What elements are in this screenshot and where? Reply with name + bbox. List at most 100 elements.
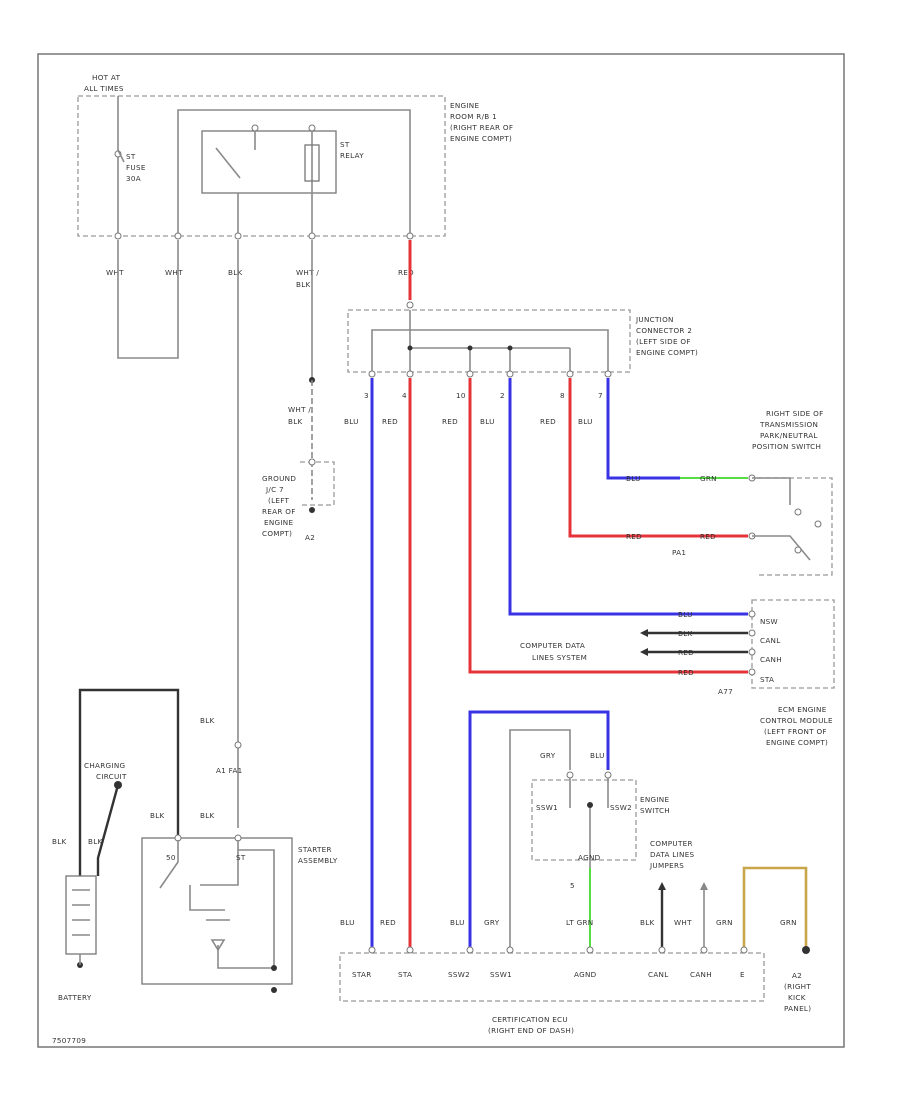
page-id: 7507709 [52, 1036, 86, 1045]
park-neutral-position-switch: RIGHT SIDE OF TRANSMISSION PARK/NEUTRAL … [748, 409, 833, 576]
ecm-label-3: (LEFT FRONT OF [764, 727, 827, 736]
ecm-pin-canh: CANH [760, 655, 782, 664]
fuse-label-3: 30A [126, 174, 141, 183]
engine-switch-ssw2: SSW2 [610, 803, 632, 812]
fuse-label-1: ST [126, 152, 136, 161]
trans-switch-label-1: RIGHT SIDE OF [766, 409, 824, 418]
junction-label-4: ENGINE COMPT) [636, 348, 698, 357]
wire-red-1: RED [398, 268, 414, 277]
engine-room-rb1-label-4: ENGINE COMPT) [450, 134, 512, 143]
cert-label-2: (RIGHT END OF DASH) [488, 1026, 574, 1035]
jc-pin-5: 8 [560, 391, 565, 400]
engine-switch-label-1: ENGINE [640, 795, 669, 804]
wire-wht-blk-2b: BLK [288, 417, 303, 426]
a1-fa1-connector: A1 FA1 [216, 766, 243, 775]
a2-right-4: PANEL) [784, 1004, 811, 1013]
ecm-label-4: ENGINE COMPT) [766, 738, 828, 747]
wire-blk-ecm1: BLK [678, 629, 693, 638]
wire-blu-sw: BLU [590, 751, 605, 760]
wire-blk-st2: BLK [200, 811, 215, 820]
ecm-pin-canl: CANL [760, 636, 781, 645]
wire-grn-p: GRN [700, 474, 717, 483]
wire-blu-cert: BLU [340, 918, 355, 927]
computer-data-1b: LINES SYSTEM [532, 653, 587, 662]
engine-switch-ssw1: SSW1 [536, 803, 558, 812]
junction-connector-2: JUNCTION CONNECTOR 2 (LEFT SIDE OF ENGIN… [347, 301, 698, 378]
ground-id: A2 [305, 533, 315, 542]
engine-room-relay-block: HOT AT ALL TIMES ST FUSE 30A ST RELAY EN… [77, 73, 513, 240]
ecm-pin-sta: STA [760, 675, 774, 684]
jc-pin-3: 10 [456, 391, 466, 400]
wire-wht-2: WHT [165, 268, 183, 277]
engine-room-rb1-label-3: (RIGHT REAR OF [450, 123, 513, 132]
diagram-frame [37, 53, 845, 1048]
wire-grn-jp2: GRN [780, 918, 797, 927]
ecm-engine-control-module: NSW CANL CANH STA ECM ENGINE CONTROL MOD… [718, 599, 835, 747]
cert-pin-ssw1: SSW1 [490, 970, 512, 979]
a2-right-1: A2 [792, 971, 802, 980]
jc-pin-2: 4 [402, 391, 407, 400]
starter-assembly-1: STARTER [298, 845, 332, 854]
wire-blk-batt2: BLK [88, 837, 103, 846]
junction-label-1: JUNCTION [635, 315, 674, 324]
wire-wht-blk-2a: WHT / [288, 405, 311, 414]
computer-data-2a: COMPUTER [650, 839, 693, 848]
trans-switch-label-2: TRANSMISSION [759, 420, 818, 429]
wire-wht-blk-1b: BLK [296, 280, 311, 289]
cert-pin-sta: STA [398, 970, 412, 979]
engine-room-rb1-label-2: ROOM R/B 1 [450, 112, 497, 121]
engine-switch: SSW1 SSW2 AGND [531, 771, 637, 868]
wire-gry-cert: GRY [484, 918, 500, 927]
trans-switch-label-3: PARK/NEUTRAL [760, 431, 818, 440]
ecm-label-1: ECM ENGINE [778, 705, 827, 714]
certification-ecu: STAR STA SSW2 SSW1 AGND CANL CANH E [339, 946, 765, 1002]
wire-blk-jp: BLK [640, 918, 655, 927]
wire-blk-batt1: BLK [52, 837, 67, 846]
wire-wht-jp: WHT [674, 918, 692, 927]
ecm-pin-nsw: NSW [760, 617, 778, 626]
computer-data-2b: DATA LINES [650, 850, 695, 859]
wire-blu-p: BLU [626, 474, 641, 483]
starter-pin-50: 50 [166, 853, 176, 862]
wire-blk-1: BLK [228, 268, 243, 277]
jc-wire-2: RED [382, 417, 398, 426]
jc-wire-4: BLU [480, 417, 495, 426]
wire-grn-jp1: GRN [716, 918, 733, 927]
junction-label-3: (LEFT SIDE OF [636, 337, 691, 346]
trans-switch-label-4: POSITION SWITCH [752, 442, 821, 451]
jc-wire-3: RED [442, 417, 458, 426]
computer-data-2c: JUMPERS [649, 861, 684, 870]
wire-lt-grn: LT GRN [566, 918, 593, 927]
a2-right-2: (RIGHT [784, 982, 811, 991]
wire-gry-sw: GRY [540, 751, 556, 760]
wire-red-ecm1: RED [678, 648, 694, 657]
a2-right-3: KICK [788, 993, 806, 1002]
cert-pin-star: STAR [352, 970, 372, 979]
cert-pin-canl: CANL [648, 970, 669, 979]
wire-red-cert: RED [380, 918, 396, 927]
wire-blk-st1: BLK [200, 716, 215, 725]
ecm-label-2: CONTROL MODULE [760, 716, 833, 725]
wire-blu-ecm: BLU [678, 610, 693, 619]
jc-pin-6: 7 [598, 391, 603, 400]
computer-data-1a: COMPUTER DATA [520, 641, 585, 650]
ground-label-1: GROUND [262, 474, 296, 483]
junction-label-2: CONNECTOR 2 [636, 326, 692, 335]
ground-label-3: (LEFT [268, 496, 290, 505]
charging-circuit-2: CIRCUIT [96, 772, 127, 781]
jc-pin-1: 3 [364, 391, 369, 400]
wire-red-p1: RED [626, 532, 642, 541]
ground-label-6: COMPT) [262, 529, 292, 538]
ground-label-2: J/C 7 [265, 485, 284, 494]
ecm-connector-id: A77 [718, 687, 733, 696]
jc-pin-4: 2 [500, 391, 505, 400]
engine-room-rb1-label-1: ENGINE [450, 101, 479, 110]
all-times-label: ALL TIMES [84, 84, 124, 93]
engine-switch-agnd: AGND [578, 853, 601, 862]
st-relay-label-2: RELAY [340, 151, 364, 160]
wire-red-ecm2: RED [678, 668, 694, 677]
engine-switch-pin-5: 5 [570, 881, 575, 890]
hot-at-label: HOT AT [92, 73, 121, 82]
starter-assembly: 50 ST [141, 834, 293, 993]
